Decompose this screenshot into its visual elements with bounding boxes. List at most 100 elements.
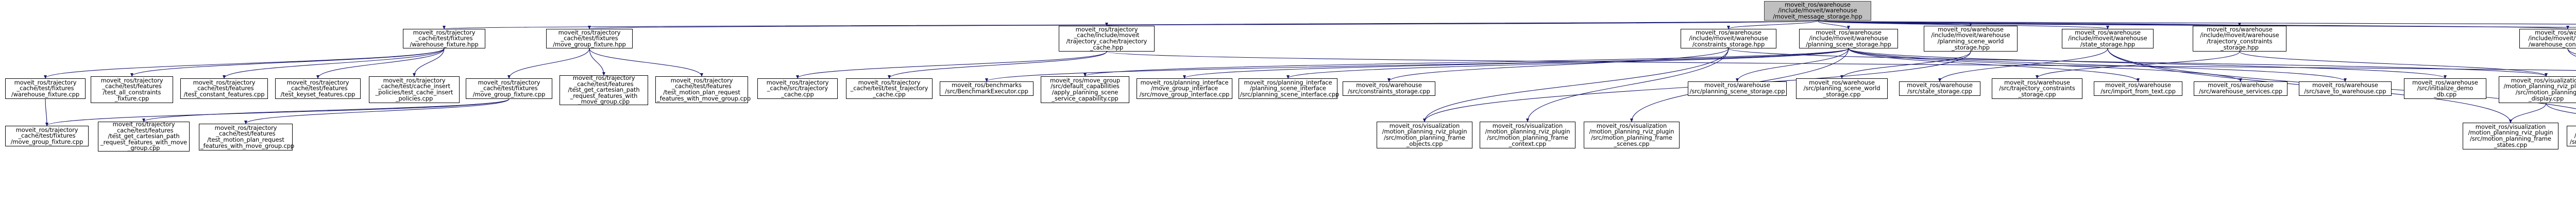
graph-node[interactable]: moveit_ros/trajectory _cache/test/fixtur… [403, 29, 485, 48]
graph-node-label: moveit_ros/benchmarks /src/BenchmarkExec… [945, 81, 1028, 95]
graph-node-label: moveit_ros/trajectory _cache/test/fixtur… [10, 126, 83, 145]
graph-edge [1848, 48, 2242, 82]
graph-node[interactable]: moveit_ros/trajectory _cache/include/mov… [1059, 26, 1155, 52]
graph-node[interactable]: moveit_ros/move_group /src/default_capab… [1041, 76, 1129, 103]
graph-node[interactable]: moveit_ros/warehouse /include/moveit/war… [1799, 29, 1898, 48]
graph-node-label: moveit_ros/trajectory _cache/test/featur… [100, 76, 163, 102]
graph-node[interactable]: moveit_ros/warehouse /include/moveit/war… [2519, 29, 2576, 48]
graph-edge [1727, 20, 1818, 29]
graph-node-label: moveit_ros/trajectory _cache/test/fixtur… [11, 78, 80, 98]
graph-node[interactable]: moveit_ros/trajectory _cache/test/fixtur… [5, 126, 89, 146]
graph-node[interactable]: moveit_ros/visualization /motion_plannin… [1584, 122, 1680, 148]
graph-node[interactable]: moveit_ros/warehouse /src/import_from_te… [2094, 81, 2182, 96]
graph-edge [1817, 20, 1850, 29]
graph-node-label: moveit_ros/visualization /motion_plannin… [2570, 132, 2576, 145]
graph-node[interactable]: moveit_ros/trajectory _cache/test/featur… [199, 124, 295, 150]
graph-node-label: moveit_ros/warehouse /include/moveit/war… [1689, 28, 1768, 48]
graph-node[interactable]: moveit_ros/visualization /motion_plannin… [1480, 122, 1575, 148]
graph-edge [1286, 48, 1849, 79]
graph-node-root[interactable]: moveit_ros/warehouse /include/moveit/war… [1764, 1, 1871, 21]
graph-node[interactable]: moveit_ros/warehouse /src/state_storage.… [1899, 81, 1980, 96]
graph-edge [1938, 48, 2108, 82]
graph-node[interactable]: moveit_ros/warehouse /src/save_to_wareho… [2299, 81, 2392, 96]
graph-node-label: moveit_ros/visualization /motion_plannin… [2468, 123, 2553, 148]
graph-node[interactable]: moveit_ros/trajectory _cache/test/fixtur… [466, 78, 552, 99]
graph-node[interactable]: moveit_ros/trajectory _cache/src/traject… [757, 78, 838, 99]
graph-node[interactable]: moveit_ros/warehouse /src/warehouse_serv… [2194, 81, 2287, 96]
graph-edge [2239, 51, 2548, 77]
graph-edge [1387, 48, 1729, 82]
graph-node-label: moveit_ros/trajectory _cache/test/featur… [200, 124, 295, 149]
graph-node[interactable]: moveit_ros/trajectory _cache/test/featur… [275, 78, 361, 99]
graph-edge [1848, 48, 2347, 82]
graph-edge [130, 48, 445, 77]
graph-edge [1183, 48, 1849, 79]
graph-node-label: moveit_ros/warehouse /include/moveit/war… [1773, 1, 1862, 20]
graph-node[interactable]: moveit_ros/warehouse /src/constraints_st… [1343, 81, 1435, 96]
graph-edge [796, 51, 1107, 79]
graph-node-label: moveit_ros/visualization /motion_plannin… [1589, 122, 1674, 147]
graph-node-label: moveit_ros/warehouse /include/moveit/war… [2528, 28, 2576, 48]
graph-node[interactable]: moveit_ros/warehouse /src/planning_scene… [1688, 81, 1787, 96]
graph-node[interactable]: moveit_ros/visualization /motion_plannin… [2499, 76, 2576, 103]
graph-edge [1106, 51, 2576, 71]
graph-node[interactable]: moveit_ros/trajectory _cache/test/cache_… [369, 76, 460, 103]
graph-node[interactable]: moveit_ros/trajectory _cache/test/test_t… [846, 78, 933, 99]
graph-node[interactable]: moveit_ros/trajectory _cache/test/featur… [180, 78, 268, 99]
graph-node-label: moveit_ros/move_group /src/default_capab… [1049, 76, 1121, 102]
graph-node-label: moveit_ros/trajectory _cache/include/mov… [1066, 25, 1147, 51]
graph-node-label: moveit_ros/warehouse /src/planning_scene… [1803, 78, 1880, 98]
graph-node-label: moveit_ros/visualization /motion_plannin… [1485, 122, 1570, 147]
graph-node[interactable]: moveit_ros/warehouse /src/initialize_dem… [2404, 78, 2486, 99]
graph-edge [1728, 48, 2548, 77]
graph-node[interactable]: moveit_ros/visualization /motion_plannin… [2567, 126, 2576, 146]
graph-edge [588, 20, 1818, 29]
graph-node[interactable]: moveit_ros/warehouse /include/moveit/war… [1924, 26, 2018, 52]
graph-node[interactable]: moveit_ros/warehouse /include/moveit/war… [2193, 26, 2286, 52]
graph-edge [1736, 48, 1849, 82]
graph-node[interactable]: moveit_ros/trajectory _cache/test/fixtur… [546, 29, 633, 48]
graph-node[interactable]: moveit_ros/warehouse /src/planning_scene… [1796, 78, 1888, 99]
graph-edge [2509, 103, 2547, 123]
graph-edge [1423, 48, 1729, 122]
graph-node[interactable]: moveit_ros/visualization /motion_plannin… [1377, 122, 1472, 148]
graph-node-label: moveit_ros/trajectory _cache/test/fixtur… [410, 28, 479, 48]
graph-edge [223, 48, 445, 79]
graph-node-label: moveit_ros/trajectory _cache/test/featur… [100, 121, 188, 152]
graph-node[interactable]: moveit_ros/trajectory _cache/test/featur… [560, 75, 648, 105]
graph-node-label: moveit_ros/warehouse /src/import_from_te… [2100, 81, 2176, 95]
graph-node-label: moveit_ros/planning_interface /planning_… [1240, 78, 1340, 98]
graph-node-label: moveit_ros/trajectory _cache/src/traject… [766, 78, 829, 98]
graph-edge [1106, 20, 1818, 26]
graph-node-label: moveit_ros/warehouse /src/planning_scene… [1689, 81, 1785, 95]
graph-node[interactable]: moveit_ros/warehouse /include/moveit/war… [2062, 29, 2154, 48]
graph-node-label: moveit_ros/visualization /motion_plannin… [2503, 76, 2576, 102]
graph-node[interactable]: moveit_ros/trajectory _cache/test/featur… [91, 76, 173, 103]
graph-edge [1817, 20, 2241, 26]
graph-edge [1817, 20, 2576, 25]
graph-node-label: moveit_ros/trajectory _cache/test/featur… [183, 78, 265, 98]
graph-node-label: moveit_ros/trajectory _cache/test/featur… [657, 76, 751, 102]
graph-node[interactable]: moveit_ros/trajectory _cache/test/fixtur… [5, 78, 86, 99]
graph-node-label: moveit_ros/warehouse /src/save_to_wareho… [2304, 81, 2386, 95]
graph-node-label: moveit_ros/warehouse /include/moveit/war… [1931, 25, 2010, 51]
graph-node-label: moveit_ros/warehouse /src/initialize_dem… [2412, 78, 2478, 98]
graph-node[interactable]: moveit_ros/trajectory _cache/test/featur… [655, 76, 751, 103]
graph-node[interactable]: moveit_ros/warehouse /include/moveit/war… [1681, 29, 1776, 48]
graph-node[interactable]: moveit_ros/warehouse /src/trajectory_con… [1992, 78, 2082, 99]
graph-node[interactable]: moveit_ros/planning_interface /planning_… [1239, 78, 1340, 99]
graph-edge [1848, 48, 2140, 82]
graph-node-label: moveit_ros/trajectory _cache/test/fixtur… [472, 78, 546, 98]
graph-node-label: moveit_ros/trajectory _cache/test/featur… [280, 78, 355, 98]
graph-node[interactable]: moveit_ros/planning_interface /move_grou… [1137, 78, 1232, 99]
graph-edge [589, 48, 703, 77]
graph-node[interactable]: moveit_ros/benchmarks /src/BenchmarkExec… [940, 81, 1033, 96]
graph-node-label: moveit_ros/warehouse /src/state_storage.… [1907, 81, 1973, 95]
graph-node[interactable]: moveit_ros/visualization /motion_plannin… [2463, 123, 2558, 149]
graph-edge [888, 51, 1107, 79]
graph-node-label: moveit_ros/warehouse /src/trajectory_con… [1999, 78, 2075, 98]
graph-node[interactable]: moveit_ros/trajectory _cache/test/featur… [98, 121, 190, 152]
graph-node-label: moveit_ros/warehouse /src/warehouse_serv… [2198, 81, 2283, 95]
